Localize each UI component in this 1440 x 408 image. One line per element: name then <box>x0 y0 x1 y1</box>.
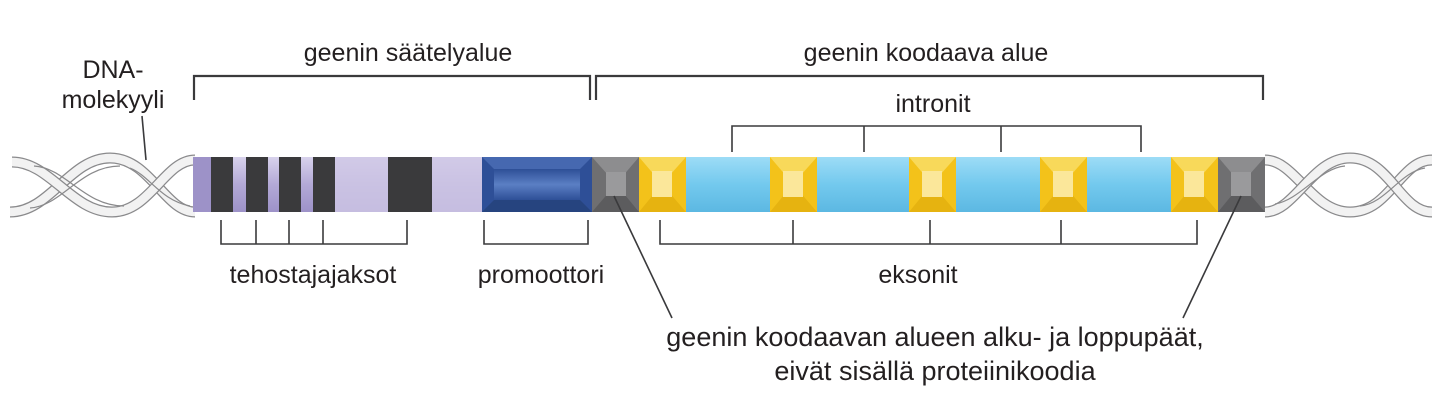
promoter-block <box>482 157 592 212</box>
exon-block <box>909 157 956 212</box>
exons-label: eksonit <box>878 261 958 289</box>
dna-helix-left <box>9 152 196 218</box>
enhancers-bracket <box>220 220 408 245</box>
enhancers-label: tehostajajaksot <box>229 261 397 289</box>
utr-ends-label-line1: geenin koodaavan alueen alku- ja loppupä… <box>666 322 1204 352</box>
exon-block <box>770 157 817 212</box>
intron-block <box>956 157 1040 212</box>
dna-label-leader <box>141 115 147 161</box>
coding-region-bar <box>592 157 1265 212</box>
regulatory-region-bracket <box>192 74 592 100</box>
introns-label: intronit <box>895 90 971 118</box>
enhancer-block <box>388 157 432 212</box>
enhancer-block <box>246 157 268 212</box>
utr-start-block <box>592 157 639 212</box>
dna-molecule-label: DNA- molekyyli <box>62 55 165 115</box>
enhancer-block <box>211 157 233 212</box>
regulatory-region-bar <box>193 157 483 212</box>
intron-block <box>1087 157 1171 212</box>
regulatory-region-label: geenin säätelyalue <box>303 39 513 67</box>
dna-helix-right <box>1264 152 1433 218</box>
intron-block <box>817 157 909 212</box>
exon-block <box>1171 157 1218 212</box>
introns-bracket <box>731 125 1142 152</box>
coding-region-bracket <box>594 74 1265 100</box>
coding-region-label: geenin koodaava alue <box>803 39 1049 67</box>
promoter-label: promoottori <box>477 261 605 289</box>
dna-molecule-label-line1: DNA- <box>82 56 144 84</box>
utr-start-leader <box>613 195 673 319</box>
dna-molecule-label-line2: molekyyli <box>61 86 165 114</box>
utr-end-block <box>1218 157 1265 212</box>
promoter-bracket <box>483 220 589 245</box>
exons-bracket <box>659 220 1198 245</box>
exon-block <box>639 157 686 212</box>
intron-block <box>686 157 770 212</box>
enhancer-block <box>313 157 335 212</box>
utr-ends-label-line2: eivät sisällä proteiinikoodia <box>774 356 1096 386</box>
enhancer-block <box>279 157 301 212</box>
exon-block <box>1040 157 1087 212</box>
utr-ends-label: geenin koodaavan alueen alku- ja loppupä… <box>666 320 1203 388</box>
utr-end-leader <box>1182 195 1242 319</box>
